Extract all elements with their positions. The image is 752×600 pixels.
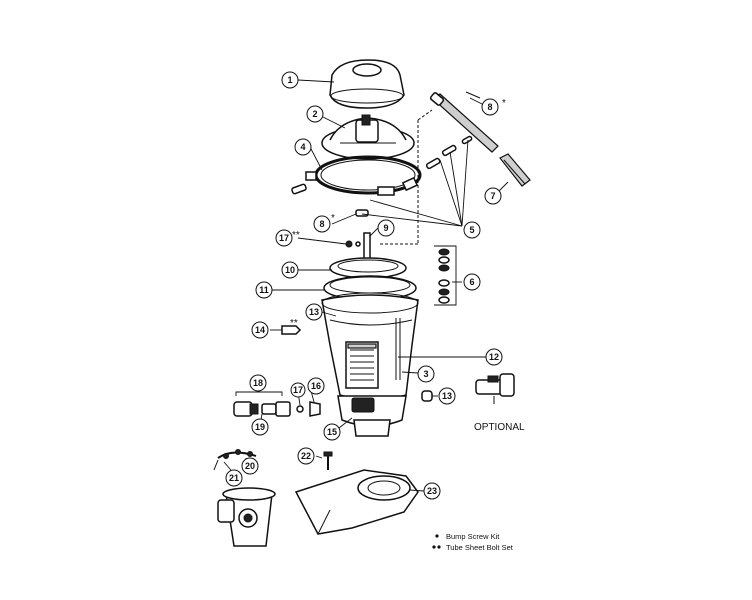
callout-8-top: 8: [481, 98, 499, 116]
svg-text:12: 12: [489, 352, 499, 362]
callout-14: 13: [438, 387, 456, 405]
callout-10: 10: [281, 261, 299, 279]
svg-text:8: 8: [319, 219, 324, 229]
part-clamp-band: [305, 155, 422, 196]
svg-text:16: 16: [311, 381, 321, 391]
legend: Bump Screw Kit Tube Sheet Bolt Set: [432, 532, 514, 552]
svg-text:19: 19: [255, 422, 265, 432]
callout-9: 9: [377, 219, 395, 237]
marker-star-mid: *: [331, 213, 335, 224]
callout-8-mid: 8: [313, 215, 331, 233]
callout-21: 20: [241, 457, 259, 475]
callout-6: 6: [463, 273, 481, 291]
callout-22: 21: [225, 469, 243, 487]
svg-text:6: 6: [469, 277, 474, 287]
callout-20: 19: [251, 418, 269, 436]
callout-5: 5: [463, 221, 481, 239]
part-o-rings: [434, 245, 457, 306]
svg-text:15: 15: [327, 427, 337, 437]
svg-text:9: 9: [383, 223, 388, 233]
svg-text:11: 11: [259, 285, 269, 295]
svg-text:13: 13: [442, 391, 452, 401]
callout-18b: 17: [290, 382, 306, 398]
svg-text:2: 2: [312, 109, 317, 119]
svg-text:13: 13: [309, 307, 319, 317]
svg-text:8: 8: [487, 102, 492, 112]
leader-lines: [223, 79, 509, 492]
part-strainer-chain: [213, 449, 257, 471]
legend-tube-sheet-bolt-set: Tube Sheet Bolt Set: [446, 543, 514, 552]
svg-text:17: 17: [293, 385, 303, 395]
callout-15: 14: [251, 321, 269, 339]
part-strainer-housing: [217, 487, 276, 547]
marker-double-star-lower: **: [290, 318, 298, 329]
callouts: 1 2 4 8 7 5 8 17 9 10 6 11 13 14 12 3 13…: [225, 71, 503, 500]
callout-17: 16: [307, 377, 325, 395]
callout-12: 12: [485, 348, 503, 366]
svg-text:1: 1: [287, 75, 292, 85]
part-tank-body: [321, 292, 419, 401]
callout-23: 22: [297, 447, 315, 465]
svg-text:5: 5: [469, 225, 474, 235]
callout-4: 4: [294, 138, 312, 156]
callout-13: 13: [305, 303, 323, 321]
optional-label: OPTIONAL: [474, 422, 525, 433]
callout-16: 15: [323, 423, 341, 441]
callout-24: 23: [423, 482, 441, 500]
part-dome-plate: [321, 114, 415, 160]
part-bump-lever: [429, 91, 499, 153]
part-drain-plug: [421, 390, 433, 402]
part-optional-valve: [475, 373, 515, 404]
part-tank-base: [337, 395, 407, 437]
callout-19: 18: [249, 374, 267, 392]
part-handle-grip: [499, 153, 531, 187]
marker-double-star-upper: **: [292, 230, 300, 241]
svg-text:22: 22: [301, 451, 311, 461]
part-lid-cap: [329, 59, 405, 109]
callout-11: 11: [255, 281, 273, 299]
marker-star-top: *: [502, 98, 506, 109]
svg-text:17: 17: [279, 233, 289, 243]
part-tube-sheet: [329, 257, 407, 279]
svg-text:7: 7: [490, 191, 495, 201]
markers: * * ** **: [290, 98, 506, 329]
callout-7: 7: [484, 187, 502, 205]
svg-text:21: 21: [229, 473, 239, 483]
part-fitting-assembly: [233, 401, 321, 417]
callout-1: 1: [281, 71, 299, 89]
part-base-plate: [294, 469, 419, 535]
svg-text:23: 23: [427, 486, 437, 496]
svg-text:18: 18: [253, 378, 263, 388]
svg-text:20: 20: [245, 461, 255, 471]
legend-bump-screw-kit: Bump Screw Kit: [446, 532, 500, 541]
part-air-relief: [281, 325, 302, 335]
part-screw: [323, 451, 333, 470]
svg-text:4: 4: [300, 142, 305, 152]
svg-text:14: 14: [255, 325, 265, 335]
svg-text:10: 10: [285, 265, 295, 275]
callout-2: 2: [306, 105, 324, 123]
callout-18: 17: [275, 229, 293, 247]
svg-text:3: 3: [423, 369, 428, 379]
callout-3: 3: [417, 365, 435, 383]
